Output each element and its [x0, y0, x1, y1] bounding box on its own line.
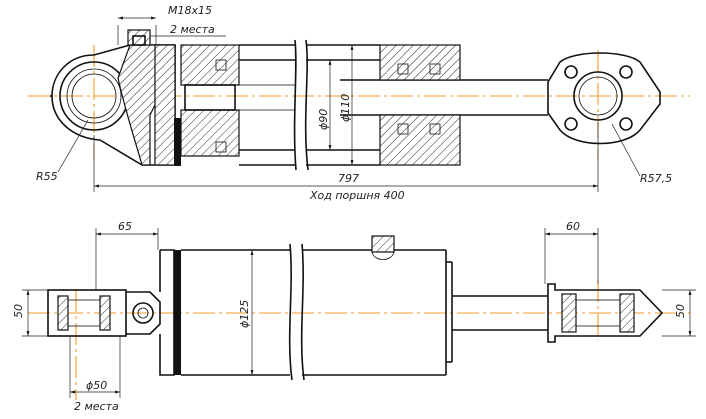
right-gland-lower	[379, 114, 461, 166]
left-eye-bore-inner	[66, 68, 122, 124]
bore-inner-label: ϕ90	[317, 109, 330, 130]
left-eye-bore-ring	[71, 73, 117, 119]
bottom-view: 65 60 50 50 ϕ125 ϕ50 2 места	[12, 220, 696, 413]
right-bolt-hole-2	[619, 65, 633, 79]
pin-diameter-label: ϕ50	[86, 379, 107, 392]
radius-right-label: R57,5	[640, 172, 672, 185]
left-pin	[132, 302, 154, 324]
left-eye-length-label: 65	[118, 220, 132, 233]
radius-left-label: R55	[36, 170, 58, 183]
left-head-flange	[154, 44, 176, 166]
bore-outer-label: ϕ110	[339, 94, 352, 122]
stroke-label: Ход поршня 400	[309, 189, 405, 202]
thread-label: M18x15	[168, 4, 212, 17]
right-bolt-hole-3	[564, 117, 578, 131]
left-seal-band-bottom	[174, 250, 181, 375]
right-eye-bore	[573, 71, 623, 121]
right-eye-outline	[547, 52, 661, 145]
right-bolt-hole-4	[619, 117, 633, 131]
right-clevis-body	[547, 283, 664, 343]
left-eye-outline	[51, 44, 176, 166]
left-seal-band	[174, 118, 181, 166]
overall-length-label: 797	[338, 172, 359, 185]
right-width-label: 50	[674, 304, 687, 318]
pin-count-label: 2 места	[74, 400, 119, 413]
left-width-label: 50	[12, 304, 25, 318]
left-cap-upper	[180, 44, 240, 86]
bottom-oil-port	[371, 235, 395, 253]
thread-count-label: 2 места	[170, 23, 215, 36]
right-gland-upper	[379, 44, 461, 81]
left-clevis-body	[47, 289, 127, 337]
left-cap-lower	[180, 109, 240, 157]
right-eye-length-label: 60	[566, 220, 580, 233]
left-oil-port	[127, 29, 151, 46]
top-view: M18x15 2 места ϕ90 ϕ110 R55 R57,5 797 Хо…	[28, 4, 690, 202]
tube-diameter-label: ϕ125	[238, 300, 251, 328]
right-bolt-hole-1	[564, 65, 578, 79]
